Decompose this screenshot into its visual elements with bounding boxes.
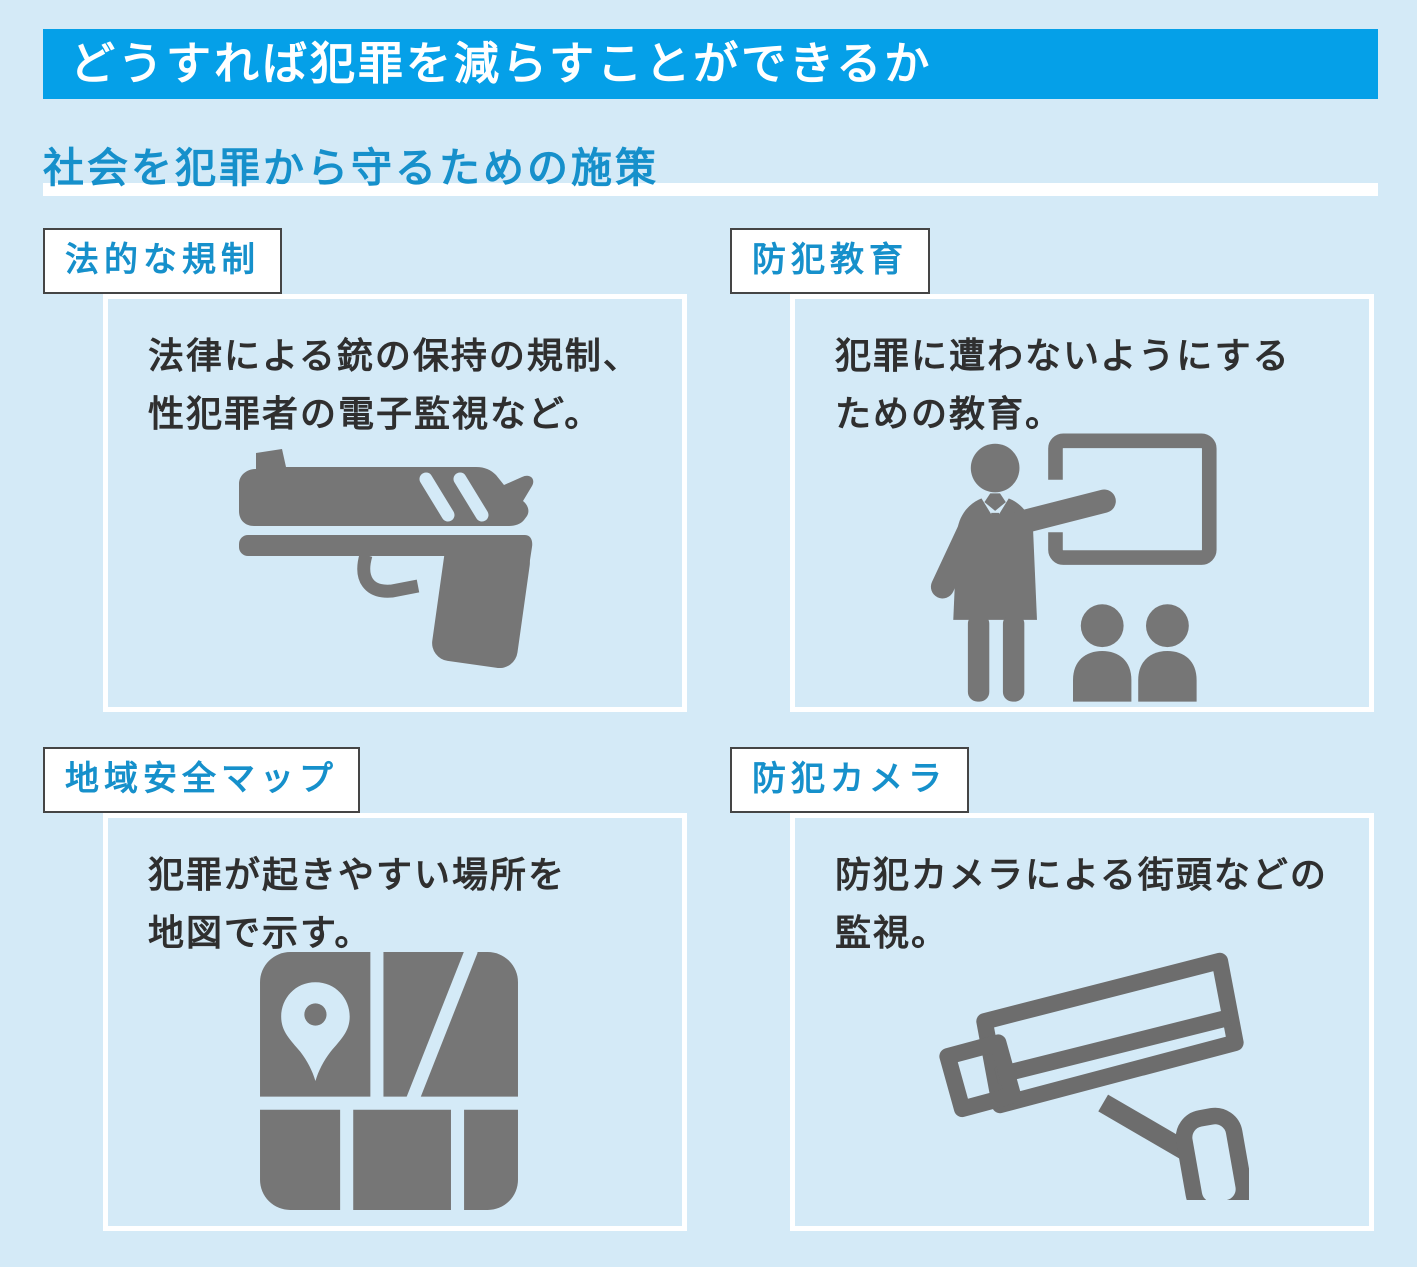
card-title-badge: 防犯カメラ	[730, 747, 969, 813]
card-description: 犯罪が起きやすい場所を 地図で示す。	[148, 854, 567, 953]
card-legal-regulation: 法的な規制 法律による銃の保持の規制、 性犯罪者の電子監視など。	[43, 228, 687, 712]
heading-underline	[43, 183, 1378, 196]
card-title-badge: 地域安全マップ	[43, 747, 360, 813]
teacher-presentation-icon	[930, 433, 1217, 702]
card-title-badge: 法的な規制	[43, 228, 282, 294]
card-description: 防犯カメラによる街頭などの 監視。	[835, 854, 1328, 953]
section-heading-text: 社会を犯罪から守るための施策	[43, 145, 659, 191]
card-crime-prevention-education: 防犯教育 犯罪に遭わないようにする ための教育。	[730, 228, 1374, 712]
card-description: 法律による銃の保持の規制、 性犯罪者の電子監視など。	[148, 335, 641, 434]
map-pin-icon	[258, 950, 520, 1212]
section-heading: 社会を犯罪から守るための施策	[43, 143, 1378, 196]
card-title-badge: 防犯教育	[730, 228, 930, 294]
card-local-safety-map: 地域安全マップ 犯罪が起きやすい場所を 地図で示す。	[43, 747, 687, 1231]
page-title: どうすれば犯罪を減らすことができるか	[70, 38, 933, 89]
card-description: 犯罪に遭わないようにする ための教育。	[835, 335, 1291, 434]
title-bar: どうすれば犯罪を減らすことができるか	[43, 29, 1378, 99]
cctv-camera-icon	[939, 952, 1249, 1201]
handgun-icon	[239, 449, 534, 668]
card-security-camera: 防犯カメラ 防犯カメラによる街頭などの 監視。	[730, 747, 1374, 1231]
